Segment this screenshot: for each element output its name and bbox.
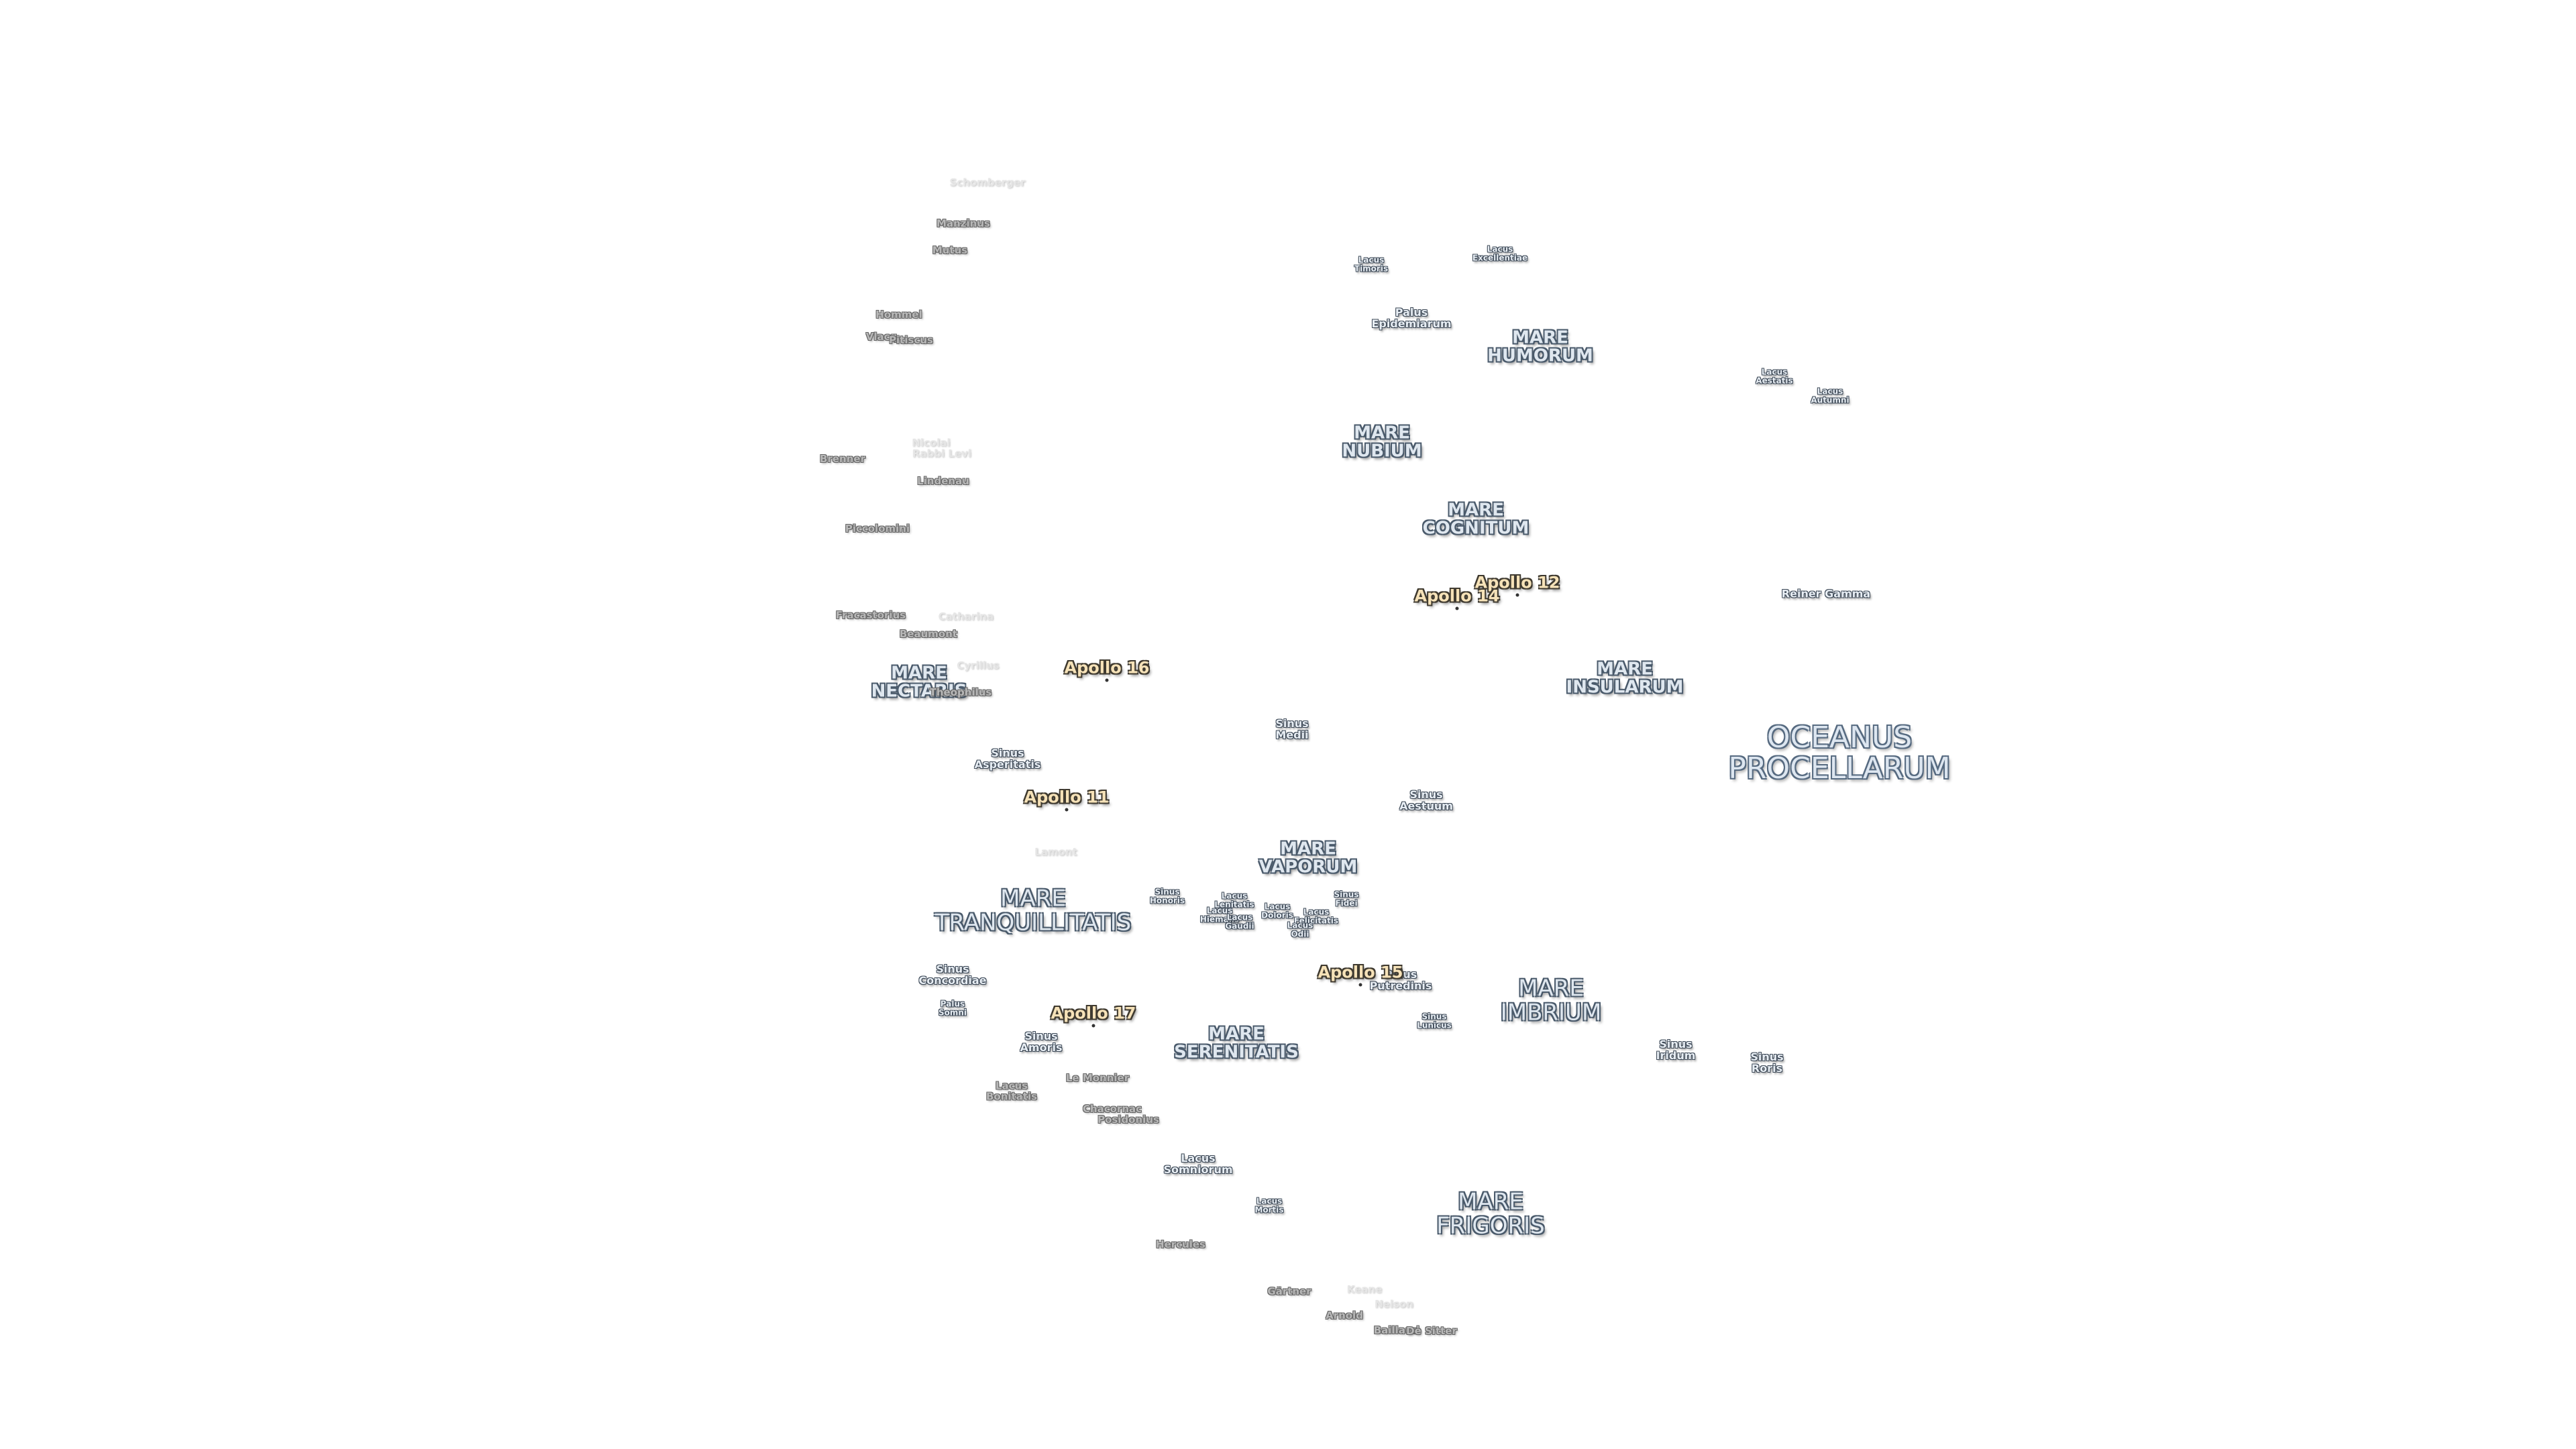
crater-label-neison: Neison (1375, 1298, 1413, 1311)
crater-label-de-sitter: De Sitter (1406, 1325, 1457, 1338)
apollo-label-apollo-11: Apollo 11 (1024, 788, 1110, 807)
mare-label-mare-tranquillitatis: MARE TRANQUILLITATIS (934, 885, 1132, 936)
apollo-site-marker (1358, 983, 1362, 987)
feature-label-lacus-felicitatis: Lacus Felicitatis (1293, 907, 1339, 925)
mare-label-mare-nubium: MARE NUBIUM (1342, 423, 1422, 462)
crater-label-beaumont: Beaumont (899, 628, 958, 641)
crater-label-posidonius: Posidonius (1097, 1114, 1159, 1126)
feature-label-lacus-excellentiae: Lacus Excellentiae (1472, 244, 1528, 262)
crater-label-brenner: Brenner (820, 453, 865, 466)
feature-label-sinus-lunicus: Sinus Lunicus (1417, 1012, 1452, 1030)
apollo-site-marker (1515, 593, 1519, 597)
crater-label-rabbi-levi: Rabbi Levi (912, 447, 972, 460)
mare-label-mare-imbrium: MARE IMBRIUM (1500, 975, 1602, 1026)
mare-label-mare-cognitum: MARE COGNITUM (1422, 500, 1529, 539)
crater-label-lindenau: Lindenau (917, 475, 969, 488)
apollo-site-marker (1091, 1024, 1095, 1028)
crater-label-vlacq: Vlacq (865, 331, 898, 343)
feature-label-sinus-medii: Sinus Medii (1275, 717, 1309, 741)
feature-label-sinus-roris: Sinus Roris (1750, 1051, 1784, 1075)
feature-label-sinus-asperitatis: Sinus Asperitatis (974, 747, 1041, 771)
crater-label-le-monnier: Le Monnier (1065, 1072, 1130, 1085)
crater-label-gärtner: Gärtner (1267, 1285, 1311, 1298)
mare-label-mare-humorum: MARE HUMORUM (1487, 327, 1593, 366)
crater-label-hommel: Hommel (875, 309, 922, 321)
crater-label-nicolai: Nicolai (912, 437, 951, 449)
crater-label-manzinus: Manzinus (936, 217, 990, 230)
feature-label-sinus-iridum: Sinus Iridum (1656, 1038, 1696, 1062)
feature-label-sinus-aestuum: Sinus Aestuum (1399, 788, 1453, 812)
feature-label-reiner-gamma: Reiner Gamma (1781, 587, 1871, 600)
crater-label-lacus-bonitatis: Lacus Bonitatis (985, 1079, 1038, 1102)
feature-label-lacus-somniorum: Lacus Somniorum (1163, 1152, 1233, 1176)
crater-label-chacornac: Chacornac (1082, 1103, 1142, 1116)
feature-label-lacus-odii: Lacus Odii (1287, 920, 1313, 938)
feature-label-palus-somni: Palus Somni (938, 999, 967, 1017)
feature-label-sinus-amoris: Sinus Amoris (1020, 1030, 1063, 1054)
feature-label-sinus-fidei: Sinus Fidei (1334, 890, 1359, 908)
apollo-site-marker (1455, 606, 1459, 610)
crater-label-baillaud: Baillaud (1373, 1324, 1420, 1337)
apollo-label-apollo-14: Apollo 14 (1414, 586, 1500, 606)
apollo-label-apollo-12: Apollo 12 (1474, 573, 1560, 592)
crater-label-theophilus: Theophilus (929, 686, 992, 699)
apollo-site-marker (1105, 678, 1109, 682)
crater-label-mutus: Mutus (932, 244, 968, 257)
feature-label-lacus-hiemalis: Lacus Hiemalis (1199, 906, 1240, 924)
mare-label-mare-nectaris: MARE NECTARIS (871, 663, 967, 702)
ocean-label-oceanus-procellarum: OCEANUS PROCELLARUM (1728, 720, 1951, 786)
crater-label-cyrillus: Cyrillus (957, 659, 1000, 672)
apollo-label-apollo-15: Apollo 15 (1318, 963, 1403, 982)
feature-label-lacus-mortis: Lacus Mortis (1254, 1196, 1284, 1214)
mare-label-mare-vaporum: MARE VAPORUM (1258, 839, 1358, 877)
feature-label-lacus-gaudii: Lacus Gaudii (1225, 912, 1254, 930)
crater-label-catharina: Catharina (938, 610, 994, 623)
crater-label-hercules: Hercules (1156, 1238, 1205, 1251)
crater-label-piccolomini: Piccolomini (845, 523, 910, 535)
mare-label-mare-frigoris: MARE FRIGORIS (1436, 1188, 1545, 1239)
feature-label-palus-putredinis: Palus Putredinis (1369, 968, 1432, 992)
apollo-label-apollo-17: Apollo 17 (1051, 1004, 1136, 1023)
crater-label-schomberger: Schomberger (949, 176, 1026, 189)
mare-label-mare-serenitatis: MARE SERENITATIS (1174, 1024, 1299, 1063)
feature-label-sinus-honoris: Sinus Honoris (1149, 887, 1185, 905)
feature-label-lacus-aestatis: Lacus Aestatis (1756, 367, 1793, 385)
feature-label-lacus-doloris: Lacus Doloris (1261, 902, 1293, 920)
crater-label-arnold: Arnold (1326, 1309, 1363, 1322)
feature-label-sinus-concordiae: Sinus Concordiae (918, 963, 987, 987)
feature-label-lacus-timoris: Lacus Timoris (1354, 255, 1389, 273)
mare-label-mare-insularum: MARE INSULARUM (1566, 659, 1684, 698)
apollo-site-marker (1065, 808, 1069, 812)
crater-label-keane: Keane (1346, 1283, 1383, 1296)
feature-label-lacus-lenitatis: Lacus Lenitatis (1214, 891, 1254, 909)
crater-label-pitiscus: Pitiscus (889, 334, 933, 347)
feature-label-palus-epidemiarum: Palus Epidemiarum (1371, 306, 1452, 330)
apollo-label-apollo-16: Apollo 16 (1064, 658, 1150, 678)
crater-label-fracastorius: Fracastorius (835, 609, 906, 622)
feature-label-lacus-autumni: Lacus Autumni (1811, 386, 1849, 405)
crater-label-lamont: Lamont (1034, 846, 1077, 859)
